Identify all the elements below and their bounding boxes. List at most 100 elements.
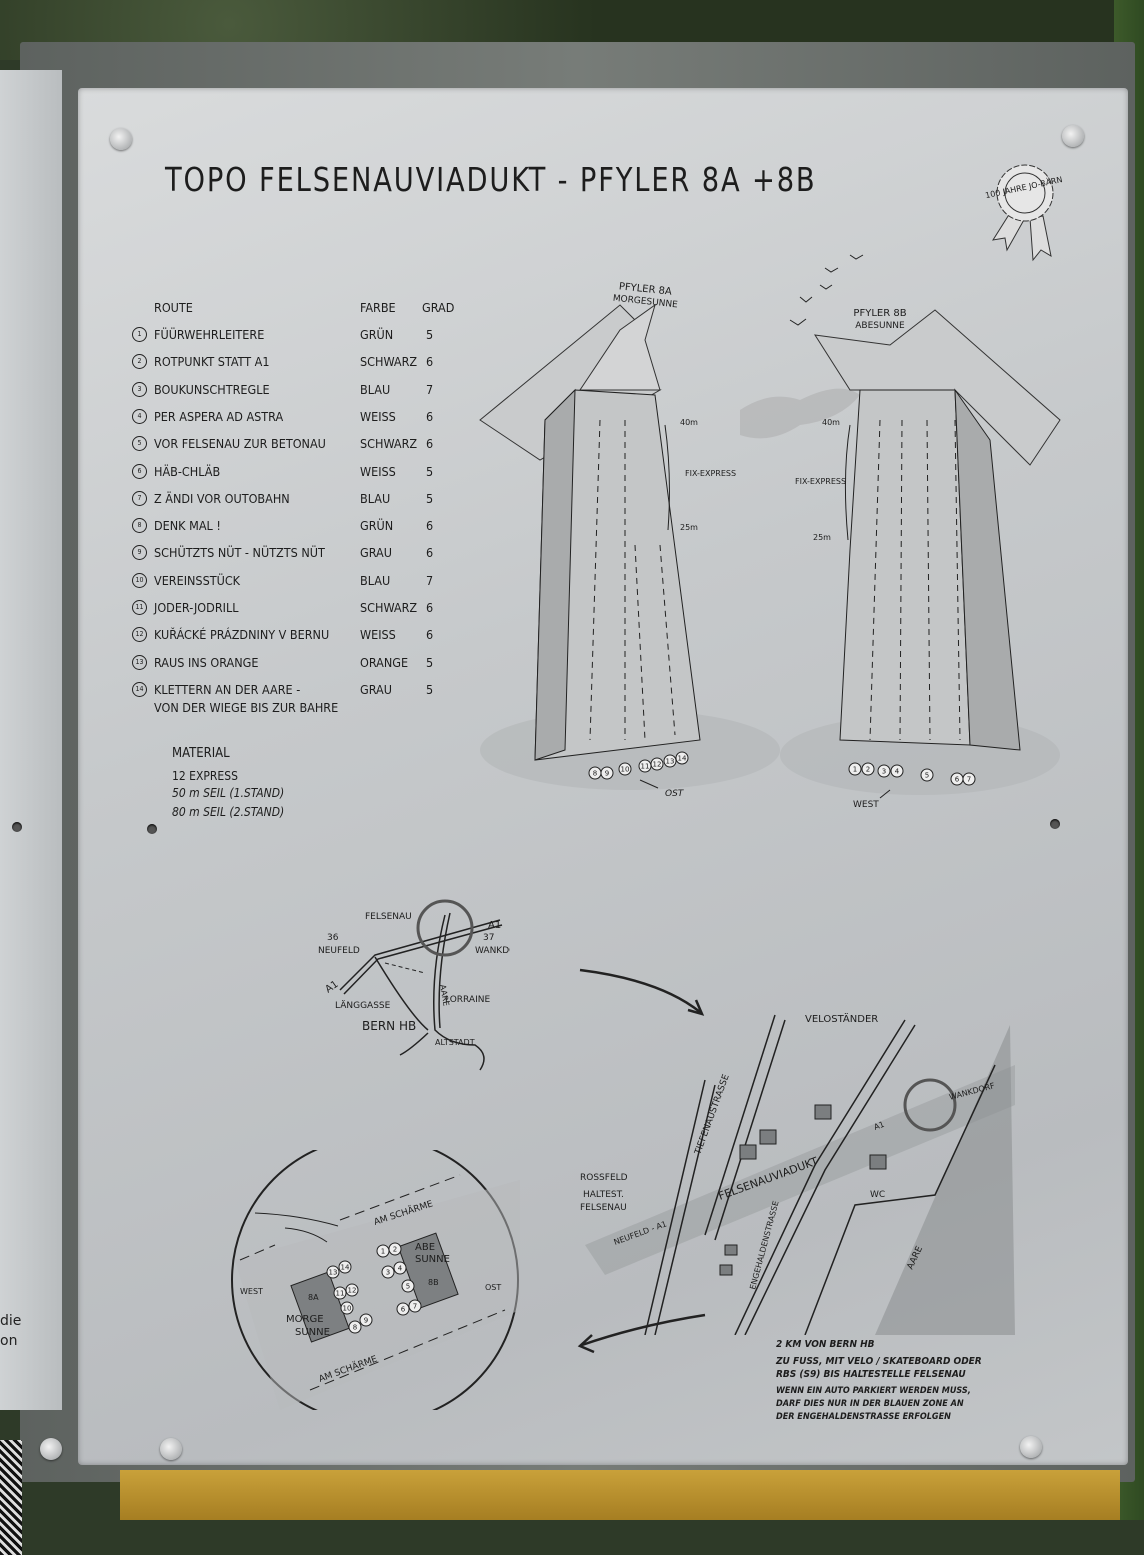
route-number-circle	[393, 1261, 407, 1275]
header-grade: GRAD	[422, 300, 455, 315]
mount-hole	[147, 824, 157, 834]
route-number: 8	[593, 770, 597, 778]
route-number-badge: 4	[132, 408, 147, 424]
route-number: 1	[853, 766, 857, 774]
zoom-west: WEST	[240, 1287, 263, 1296]
route-number-circle	[675, 751, 689, 765]
cloud-drawing	[740, 388, 860, 439]
overview-map: FELSENAU A1 37 WANKDORF 36 NEUFELD A1 AA…	[318, 899, 510, 1071]
route-number: 12	[348, 1287, 357, 1295]
route-color: ORANGE	[360, 654, 409, 670]
adjacent-text: die	[0, 1313, 22, 1329]
route-number-circle	[348, 1320, 362, 1334]
route-grade: 7	[426, 572, 434, 588]
route-name: DENK MAL !	[154, 518, 221, 534]
route-number-circle	[663, 754, 677, 768]
arrow-icon	[639, 779, 659, 789]
route-color: SCHWARZ	[360, 354, 418, 370]
route-name: VEREINSSTÜCK	[154, 572, 241, 588]
route-name: KLETTERN AN DER AARE -	[154, 681, 301, 697]
route-number-circle	[359, 1313, 373, 1327]
material-heading: MATERIAL	[172, 746, 230, 761]
pillar-8a-footprint	[290, 1271, 350, 1343]
route-number: 2	[866, 766, 870, 774]
arrow-icon	[581, 1313, 706, 1347]
route-number: 12	[653, 761, 662, 769]
route-grade: 5	[426, 327, 434, 342]
route-name: BOUKUNSCHTREGLE	[154, 381, 270, 397]
zoom-abe: ABE	[415, 1242, 435, 1253]
route-number-circle	[848, 762, 862, 776]
route-color: BLAU	[360, 381, 391, 397]
route-number-circle	[345, 1283, 359, 1297]
route-number-circle	[333, 1286, 347, 1300]
route-color: WEISS	[360, 408, 396, 424]
map-haltestelle: HALTEST.	[583, 1190, 624, 1200]
route-number-circle	[600, 766, 614, 780]
route-number: 3	[882, 768, 886, 776]
map-rossfeld: ROSSFELD	[580, 1173, 628, 1183]
screw-icon	[40, 1438, 62, 1460]
zoom-morge: MORGE	[286, 1314, 324, 1325]
highlight-circle	[903, 1078, 957, 1132]
route-number: 7	[967, 776, 971, 784]
anniversary-rosette-icon: 100 JAHRE JO-BÄRN	[985, 164, 1063, 262]
route-name-line2: VON DER WIEGE BIS ZUR BAHRE	[154, 699, 339, 715]
map-exit-36: 36	[327, 933, 339, 943]
route-number: 7	[413, 1303, 417, 1311]
info-line: ZU FUSS, MIT VELO / SKATEBOARD ODER	[776, 1356, 982, 1367]
route-number-badge: 10	[132, 572, 147, 588]
route-number-badge: 2	[132, 354, 147, 370]
map-lorraine: LORRAINE	[445, 995, 490, 1005]
route-grade: 6	[426, 408, 434, 424]
route-number: 6	[401, 1306, 406, 1314]
route-number-circle	[326, 1265, 340, 1279]
pillar-8a-height-40: 40m	[680, 418, 698, 427]
arrow-icon	[879, 789, 891, 799]
material-item: 50 m SEIL (1.STAND)	[172, 786, 285, 800]
route-number: 5	[406, 1283, 410, 1291]
route-number-badge: 14	[132, 681, 147, 697]
route-grade: 6	[426, 354, 434, 370]
zoom-sunne: SUNNE	[295, 1327, 330, 1338]
route-number: 13	[329, 1269, 338, 1277]
route-number-badge: 12	[132, 627, 147, 643]
route-number-badge: 7	[132, 490, 147, 506]
route-number-circle	[962, 772, 976, 786]
access-info: 2 KM VON BERN HB ZU FUSS, MIT VELO / SKA…	[776, 1338, 982, 1424]
header-route: ROUTE	[154, 300, 193, 315]
route-color: GRÜN	[360, 518, 394, 534]
zoom-8a: 8A	[308, 1293, 319, 1302]
route-number: 2	[393, 1246, 397, 1254]
route-grade: 6	[426, 600, 434, 615]
route-number: 13	[666, 758, 675, 766]
zoom-8b: 8B	[428, 1278, 439, 1287]
route-grade: 5	[426, 463, 434, 479]
screw-icon	[1062, 125, 1084, 147]
route-number: 1	[381, 1248, 385, 1256]
route-grade: 5	[426, 654, 434, 670]
route-number: 10	[343, 1305, 352, 1313]
map-a1: A1	[873, 1120, 886, 1132]
route-name: HÄB-CHLÄB	[154, 463, 221, 479]
screw-icon	[1020, 1436, 1042, 1458]
qr-code	[0, 1440, 22, 1555]
zoom-ost: OST	[485, 1283, 501, 1292]
screw-icon	[160, 1438, 182, 1460]
pillar-8b-footprint	[397, 1232, 459, 1309]
route-name: FÜÜRWEHRLEITERE	[154, 327, 265, 342]
info-line: WENN EIN AUTO PARKIERT WERDEN MUSS,	[776, 1386, 971, 1396]
route-number-circle	[618, 762, 632, 776]
route-name: ROTPUNKT STATT A1	[154, 354, 270, 370]
route-number-circle	[877, 764, 891, 778]
mount-hole	[12, 822, 22, 832]
route-grade: 5	[426, 490, 434, 506]
pillar-8b-name: PFYLER 8B	[853, 308, 906, 319]
map-a1-west: A1	[323, 979, 340, 996]
birds-drawing	[789, 254, 864, 326]
map-felsenau: FELSENAU	[365, 912, 412, 922]
route-grade: 5	[426, 681, 434, 697]
route-color: BLAU	[360, 572, 391, 588]
route-number: 8	[353, 1324, 357, 1332]
header-color: FARBE	[360, 300, 396, 315]
